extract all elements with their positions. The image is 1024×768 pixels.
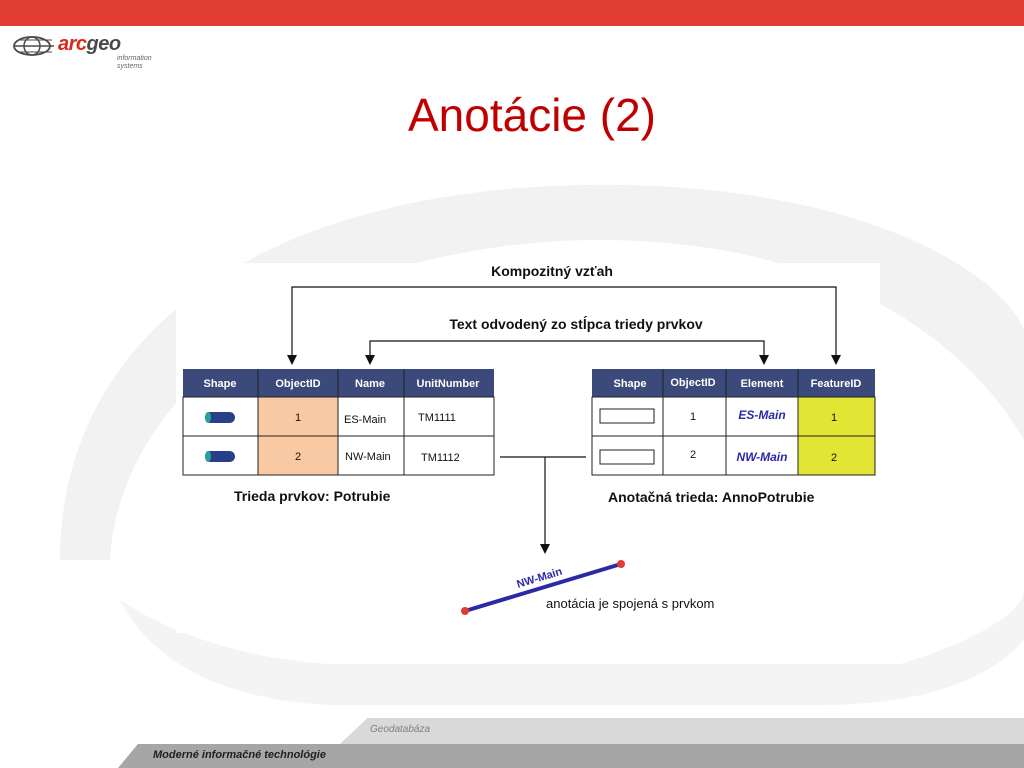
name-cell: NW-Main [345,451,391,463]
feature-vertex-start [461,607,469,615]
footer-course-bar [118,744,1024,768]
arrow-down-icon [365,355,375,365]
arcgeo-logo: arcgeo information systems [12,32,152,76]
column-header-shape: Shape [613,378,646,390]
annotation-diagram: Kompozitný vzťah Text odvodený zo stĺpca… [182,263,876,615]
composite-relation-connector [291,286,837,361]
table-row: 1 ES-Main TM1111 [205,412,456,426]
arrow-down-icon [287,355,297,365]
pipe-shape-icon [205,412,235,423]
slide-title: Anotácie (2) [407,89,656,141]
arrow-down-icon [831,355,841,365]
column-header-unitnumber: UnitNumber [417,378,481,390]
text-box-icon [599,408,655,424]
column-header-element: Element [741,378,784,390]
featureid-cell: 2 [831,452,837,464]
table-row: 2 NW-Main TM1112 [205,451,460,464]
footer-course-label: Moderné informačné technológie [153,749,326,761]
logo-subline-1: information [117,55,152,62]
table-row: 1 ES-Main 1 [599,408,837,424]
objectid-cell: 1 [690,411,696,423]
column-header-shape: Shape [203,378,236,390]
feature-vertex-end [617,560,625,568]
unitnumber-cell: TM1111 [418,412,456,424]
column-header-objectid: ObjectID [275,378,320,390]
unitnumber-cell: TM1112 [421,452,460,464]
element-cell: NW-Main [737,450,788,464]
feature-class-caption: Trieda prvkov: Potrubie [234,488,391,504]
composite-relation-label: Kompozitný vzťah [491,263,613,279]
footer-section-bar [340,718,1024,744]
globe-logo-icon [13,36,54,56]
pipe-shape-icon [205,451,235,462]
logo-geo-text: geo [86,33,122,55]
arrow-down-icon [759,355,769,365]
logo-arc-text: arc [58,33,87,55]
text-box-icon [599,449,655,465]
logo-subline-2: systems [117,63,143,70]
feature-class-table: Shape ObjectID Name UnitNumber 1 ES-Main… [182,369,495,504]
feature-caption: anotácia je spojená s prvkom [546,596,714,611]
pipe-feature-line [464,562,622,613]
footer-section-label: Geodatabáza [370,724,431,735]
objectid-cell: 2 [690,449,696,461]
annotation-class-caption: Anotačná trieda: AnnoPotrubie [608,489,815,505]
derived-text-label: Text odvodený zo stĺpca triedy prvkov [449,315,703,332]
name-cell: ES-Main [344,414,386,426]
diagram-panel: Kompozitný vzťah Text odvodený zo stĺpca… [176,263,880,633]
annotation-class-table: Shape ObjectID Element FeatureID 1 ES-Ma… [591,369,876,505]
objectid-cell: 2 [295,451,301,463]
column-header-featureid: FeatureID [811,378,862,390]
arrow-down-icon [540,544,550,554]
featureid-cell: 1 [831,412,837,424]
logo-subtitle: information systems [117,55,157,71]
table-header-row [592,369,875,397]
header-bar [0,0,1024,26]
column-header-objectid: ObjectID [670,377,715,389]
table-row: 2 NW-Main 2 [599,449,837,465]
logo-wordmark: arcgeo [58,33,121,56]
column-header-name: Name [355,378,385,390]
element-cell: ES-Main [738,408,785,422]
objectid-cell: 1 [295,412,301,424]
derived-text-connector [369,340,765,361]
